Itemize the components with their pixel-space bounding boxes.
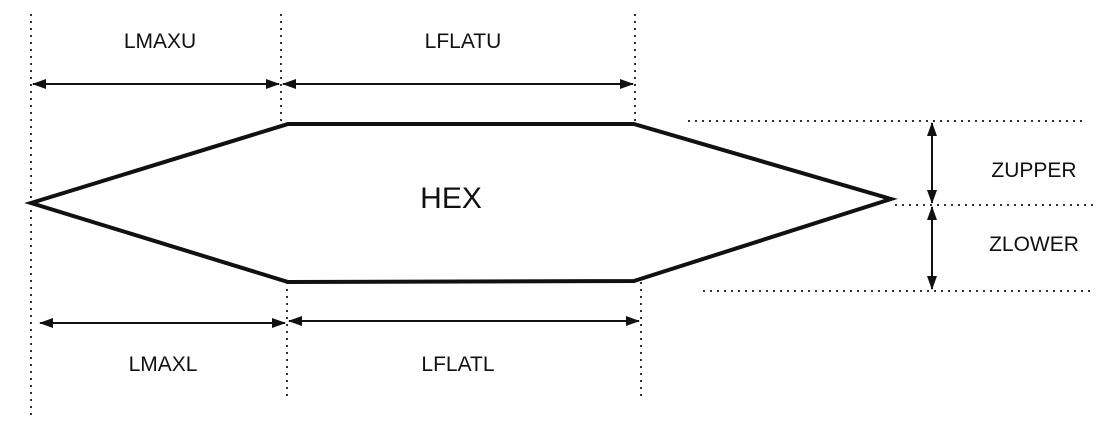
hex-shape	[24, 122, 898, 285]
hex-label: HEX	[420, 182, 482, 215]
lflatu-label: LFLATU	[425, 30, 502, 53]
zupper-label: ZUPPER	[991, 159, 1076, 182]
zlower-label: ZLOWER	[989, 233, 1079, 256]
lmaxu-label: LMAXU	[124, 30, 196, 53]
lmaxl-label: LMAXL	[129, 353, 198, 376]
lflatl-label: LFLATL	[421, 353, 494, 376]
